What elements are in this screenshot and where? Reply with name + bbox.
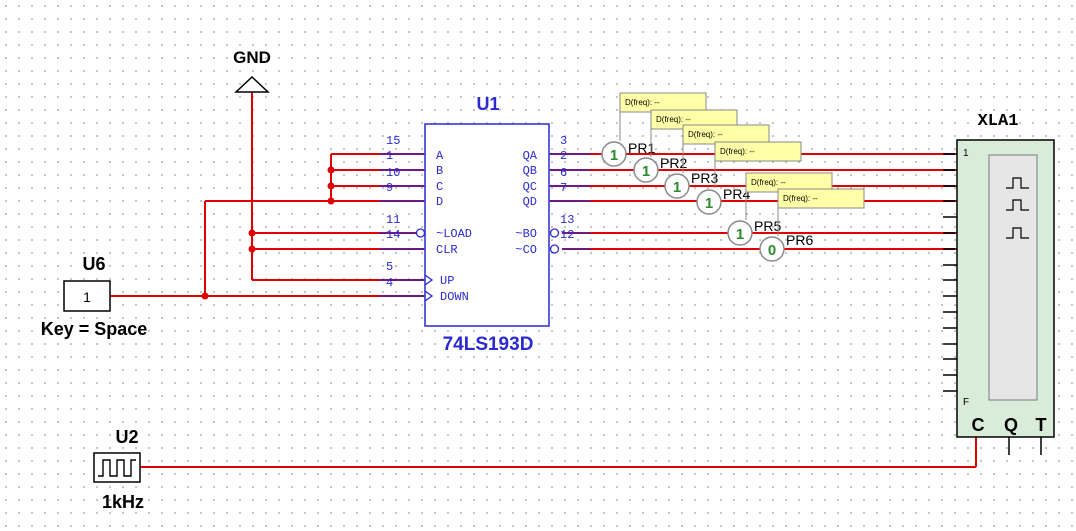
probe-value: 1 bbox=[642, 163, 650, 180]
junctions bbox=[201, 166, 335, 300]
probe-value: 1 bbox=[610, 147, 618, 164]
u1-pin-number: 1 bbox=[386, 149, 393, 163]
u1-pin-number: 9 bbox=[386, 181, 393, 195]
probe-pr1[interactable]: D(freq): -- 1 PR1 bbox=[601, 92, 707, 167]
co-inversion-bubble bbox=[549, 244, 560, 254]
probe-indicator bbox=[759, 236, 785, 262]
down-clock-arrow bbox=[424, 290, 434, 302]
u1-pin-name: CLR bbox=[436, 243, 458, 257]
probe-name: PR4 bbox=[723, 186, 750, 202]
probe-freq-readout: D(freq): -- bbox=[625, 98, 660, 107]
probe-pr2[interactable]: D(freq): -- 1 PR2 bbox=[633, 109, 738, 183]
u1-pin-number: 3 bbox=[560, 134, 567, 148]
u6-interactive-key[interactable]: U6 1 Key = Space bbox=[41, 254, 148, 339]
u1-pin-number: 10 bbox=[386, 166, 400, 180]
probe-pr6[interactable]: D(freq): -- 0 PR6 bbox=[759, 188, 865, 262]
u1-pin-number: 5 bbox=[386, 260, 393, 274]
waveform-icon bbox=[1006, 227, 1029, 239]
u1-pin-number: 2 bbox=[560, 149, 567, 163]
u1-pin-name: ~CO bbox=[515, 243, 537, 257]
xla1-q-label: Q bbox=[1004, 415, 1018, 435]
xla1-input-pins bbox=[943, 153, 1042, 455]
u1-pin-number: 12 bbox=[560, 228, 574, 242]
probe-tooltip bbox=[777, 188, 865, 209]
u2-reference-label: U2 bbox=[115, 427, 138, 447]
probe-name: PR2 bbox=[660, 155, 687, 171]
probe-value: 1 bbox=[673, 179, 681, 196]
xla1-c-label: C bbox=[972, 415, 985, 435]
u1-pin-name: QC bbox=[523, 180, 537, 194]
u1-pin-number: 11 bbox=[386, 213, 400, 227]
xla1-t-label: T bbox=[1036, 415, 1047, 435]
probe-tooltip bbox=[714, 141, 802, 162]
u2-clock-source[interactable]: U2 1kHz bbox=[93, 427, 144, 512]
u1-pin-name: D bbox=[436, 195, 443, 209]
u1-pin-name: QD bbox=[523, 195, 537, 209]
u1-pin-name: DOWN bbox=[440, 290, 469, 304]
u1-pin-name: C bbox=[436, 180, 443, 194]
u1-pin-number: 4 bbox=[386, 276, 393, 290]
u1-body bbox=[424, 123, 550, 327]
clock-waveform-icon bbox=[98, 459, 136, 477]
u1-counter-chip[interactable]: U1 74LS193D 15 1 10 bbox=[380, 94, 590, 355]
probe-value: 1 bbox=[705, 195, 713, 212]
probe-indicator bbox=[601, 141, 627, 167]
probe-name: PR3 bbox=[691, 170, 718, 186]
probe-indicator bbox=[727, 220, 753, 246]
u1-pin-name: QA bbox=[523, 149, 538, 163]
load-inversion-bubble bbox=[415, 228, 426, 238]
u1-pin-number: 13 bbox=[560, 213, 574, 227]
u1-pin-number: 7 bbox=[560, 181, 567, 195]
u1-pin-number: 15 bbox=[386, 134, 400, 148]
probe-pr4[interactable]: D(freq): -- 1 PR4 bbox=[696, 141, 802, 215]
probe-freq-readout: D(freq): -- bbox=[783, 194, 818, 203]
u1-pin-name: A bbox=[436, 149, 444, 163]
u1-pin-name: UP bbox=[440, 274, 454, 288]
u2-frequency-label: 1kHz bbox=[102, 492, 144, 512]
probe-value: 0 bbox=[768, 242, 776, 259]
probe-indicator bbox=[696, 189, 722, 215]
probe-freq-readout: D(freq): -- bbox=[751, 178, 786, 187]
probe-name: PR6 bbox=[786, 232, 813, 248]
xla1-logic-analyzer[interactable]: XLA1 1 F C Q T bbox=[943, 112, 1055, 455]
probe-indicator bbox=[633, 157, 659, 183]
probe-indicator bbox=[664, 173, 690, 199]
gnd-label: GND bbox=[233, 48, 271, 67]
bo-inversion-bubble bbox=[549, 228, 560, 238]
u1-pin-name: B bbox=[436, 164, 443, 178]
xla1-reference-label: XLA1 bbox=[978, 112, 1019, 131]
probe-name: PR5 bbox=[754, 218, 781, 234]
u1-pin-name: QB bbox=[523, 164, 537, 178]
u1-pin-number: 6 bbox=[560, 166, 567, 180]
u1-reference-label: U1 bbox=[476, 94, 499, 114]
up-clock-arrow bbox=[424, 274, 434, 286]
probe-pr3[interactable]: D(freq): -- 1 PR3 bbox=[664, 124, 770, 199]
u1-pin-number: 14 bbox=[386, 228, 400, 242]
u6-key-box[interactable] bbox=[63, 280, 111, 312]
probe-freq-readout: D(freq): -- bbox=[720, 147, 755, 156]
gnd-symbol[interactable]: GND bbox=[233, 48, 271, 93]
probe-value: 1 bbox=[736, 226, 744, 243]
xla1-pin-top-label: 1 bbox=[963, 148, 969, 159]
waveform-icon bbox=[1006, 177, 1029, 189]
u1-part-label: 74LS193D bbox=[443, 334, 534, 355]
probe-freq-readout: D(freq): -- bbox=[656, 115, 691, 124]
xla1-display bbox=[988, 154, 1038, 401]
u1-pin-name: ~BO bbox=[515, 227, 537, 241]
xla1-pin-bottom-label: F bbox=[963, 397, 969, 408]
u6-reference-label: U6 bbox=[82, 254, 105, 274]
u6-key-label: Key = Space bbox=[41, 319, 148, 339]
waveform-icon bbox=[1006, 199, 1029, 211]
probe-freq-readout: D(freq): -- bbox=[688, 130, 723, 139]
probe-name: PR1 bbox=[628, 140, 655, 156]
u6-key-value: 1 bbox=[83, 289, 91, 305]
u1-pin-name: ~LOAD bbox=[436, 227, 472, 241]
